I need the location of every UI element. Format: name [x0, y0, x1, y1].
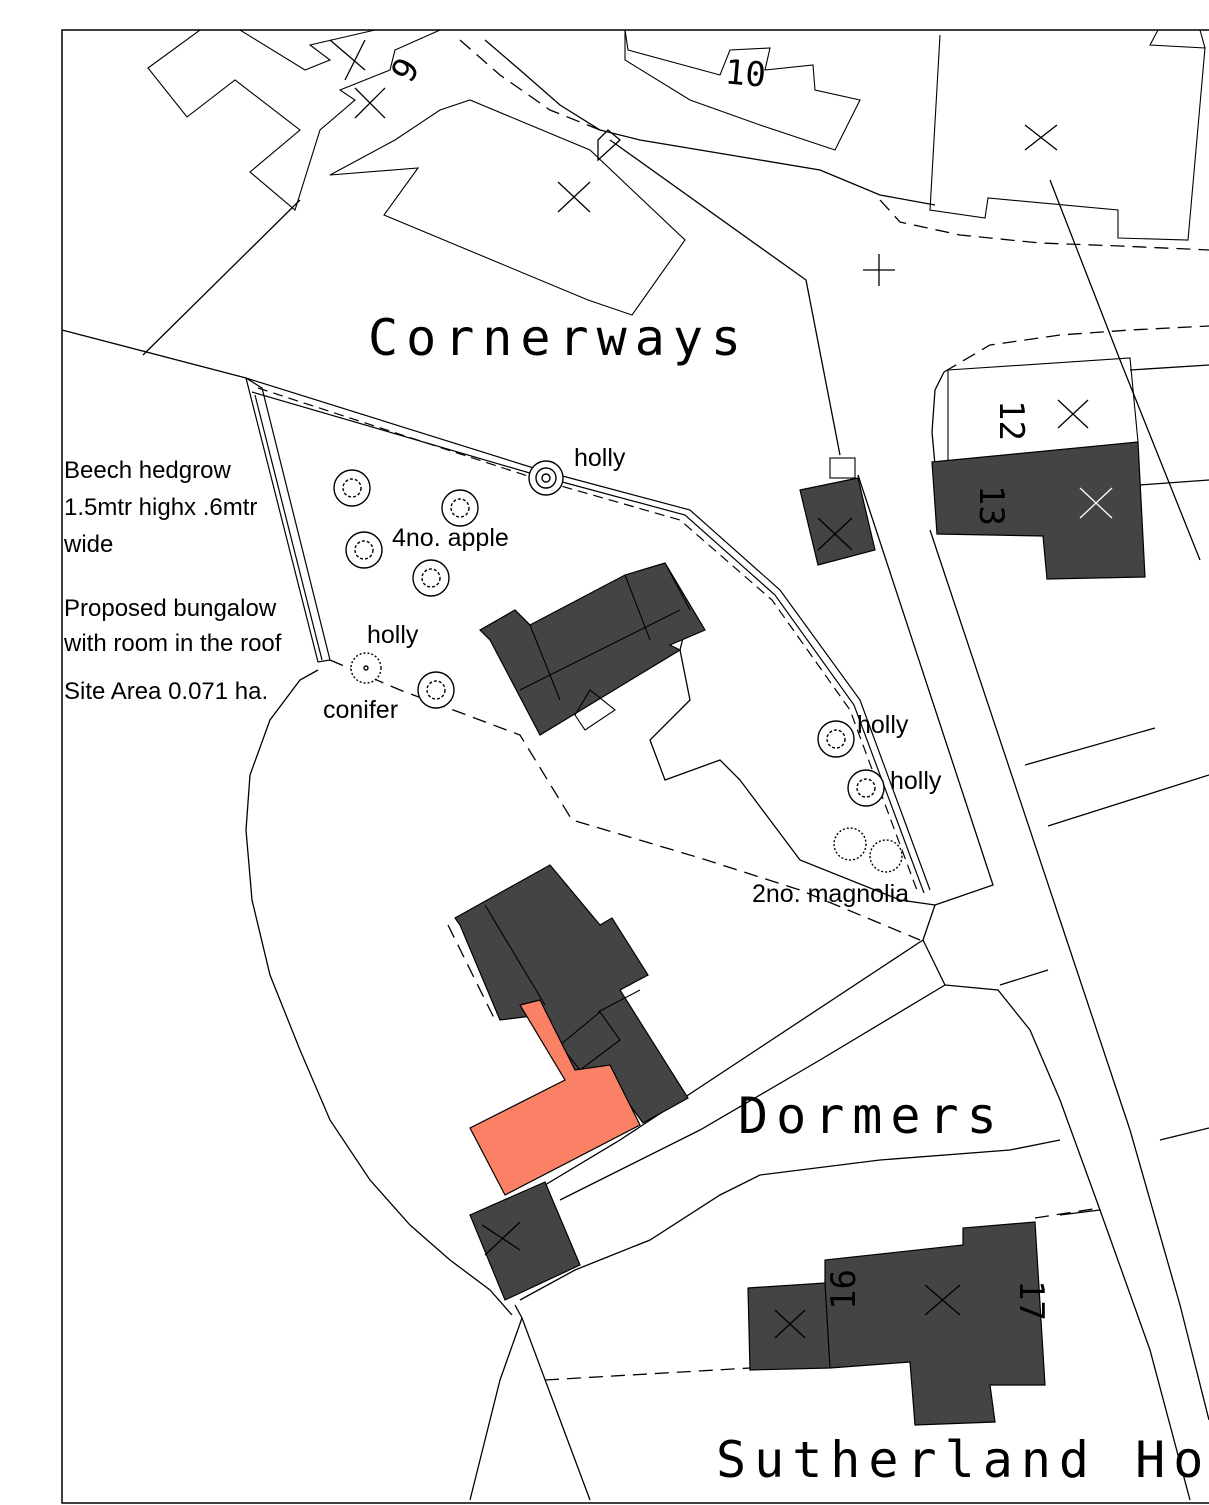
label-holly-top: holly [574, 444, 626, 472]
house-number-13: 13 [971, 485, 1011, 526]
buildings-north-outline [147, 29, 1206, 316]
label-apples: 4no. apple [392, 524, 509, 552]
holly-tree-icon [417, 671, 455, 709]
property-name-cornerways: Cornerways [368, 309, 749, 367]
note-hedge-line3: wide [63, 531, 113, 558]
note-proposal-line2: with room in the roof [63, 630, 282, 657]
house-number-10: 10 [723, 52, 767, 95]
holly-tree-icon [817, 720, 855, 758]
holly-tree-icon [847, 769, 885, 807]
proposed-bungalow [479, 562, 706, 736]
conifer-tree-icon [350, 652, 382, 684]
house-number-16: 16 [824, 1269, 864, 1310]
apple-tree-icon [441, 489, 479, 527]
magnolia-tree-icon [869, 839, 903, 873]
note-hedge-line2: 1.5mtr highx .6mtr [64, 494, 257, 521]
property-name-dormers: Dormers [738, 1087, 1005, 1145]
site-boundary-dashed [329, 659, 921, 941]
house-13 [931, 441, 1146, 580]
label-holly-west: holly [367, 621, 419, 649]
holly-tree-icon [528, 460, 564, 496]
shed-small [829, 457, 856, 479]
label-conifer: conifer [323, 696, 398, 724]
label-holly-east-1: holly [857, 711, 909, 739]
apple-tree-icon [333, 469, 371, 507]
tree-symbols [333, 460, 903, 873]
map-frame [61, 29, 1209, 1504]
label-holly-east-2: holly [890, 767, 942, 795]
houses-16-17 [747, 1221, 1046, 1426]
survey-crosses [329, 39, 1089, 429]
garage-north [799, 477, 876, 566]
label-magnolia: 2no. magnolia [752, 880, 909, 908]
note-site-area: Site Area 0.071 ha. [64, 678, 268, 705]
apple-tree-icon [412, 559, 450, 597]
house-number-17: 17 [1011, 1280, 1051, 1321]
magnolia-tree-icon [833, 827, 867, 861]
proposed-extension [469, 999, 641, 1196]
hedgerow [245, 376, 931, 894]
dormers-house [447, 864, 689, 1301]
property-name-sutherland: Sutherland Ho [716, 1431, 1209, 1489]
note-hedge-line1: Beech hedgrow [64, 457, 231, 484]
plot-boundaries [61, 39, 1209, 1501]
note-proposal-line1: Proposed bungalow [64, 595, 277, 622]
house-number-12: 12 [991, 400, 1031, 441]
house-number-9: 9 [384, 51, 429, 90]
apple-tree-icon [345, 531, 383, 569]
house-13-cross [1079, 487, 1113, 519]
